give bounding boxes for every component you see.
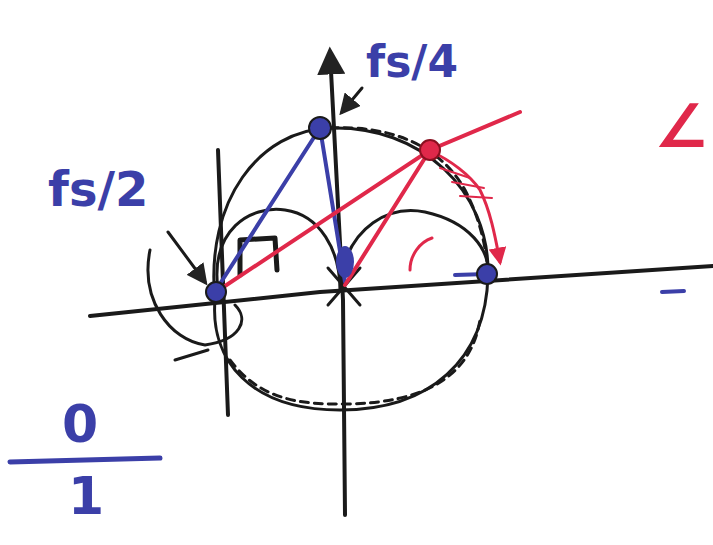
dashed-arc xyxy=(230,320,480,404)
frequency-label: fs/4 xyxy=(366,40,458,84)
pole-dot xyxy=(477,264,497,284)
angle-arrow xyxy=(432,152,500,262)
dash-mark xyxy=(662,291,684,292)
pole-dot xyxy=(206,282,226,302)
fraction-denominator: 1 xyxy=(68,470,104,522)
frequency-label: fs/2 xyxy=(48,165,148,213)
vector xyxy=(216,112,520,292)
leader-line xyxy=(168,232,205,282)
pole-dot xyxy=(420,140,440,160)
leader-line xyxy=(342,88,362,112)
fraction-bar xyxy=(10,458,160,462)
vector xyxy=(216,128,320,290)
arrow xyxy=(175,350,208,360)
loop xyxy=(148,250,242,345)
pole-dot xyxy=(309,117,331,139)
zero-dot xyxy=(336,246,354,278)
vector xyxy=(345,150,430,285)
angle-arc xyxy=(410,238,432,270)
fraction-numerator: 0 xyxy=(62,398,98,450)
real-axis xyxy=(90,266,713,316)
small-arc xyxy=(340,211,488,280)
angle-symbol: ∠ xyxy=(654,96,708,156)
squiggle xyxy=(440,168,492,198)
